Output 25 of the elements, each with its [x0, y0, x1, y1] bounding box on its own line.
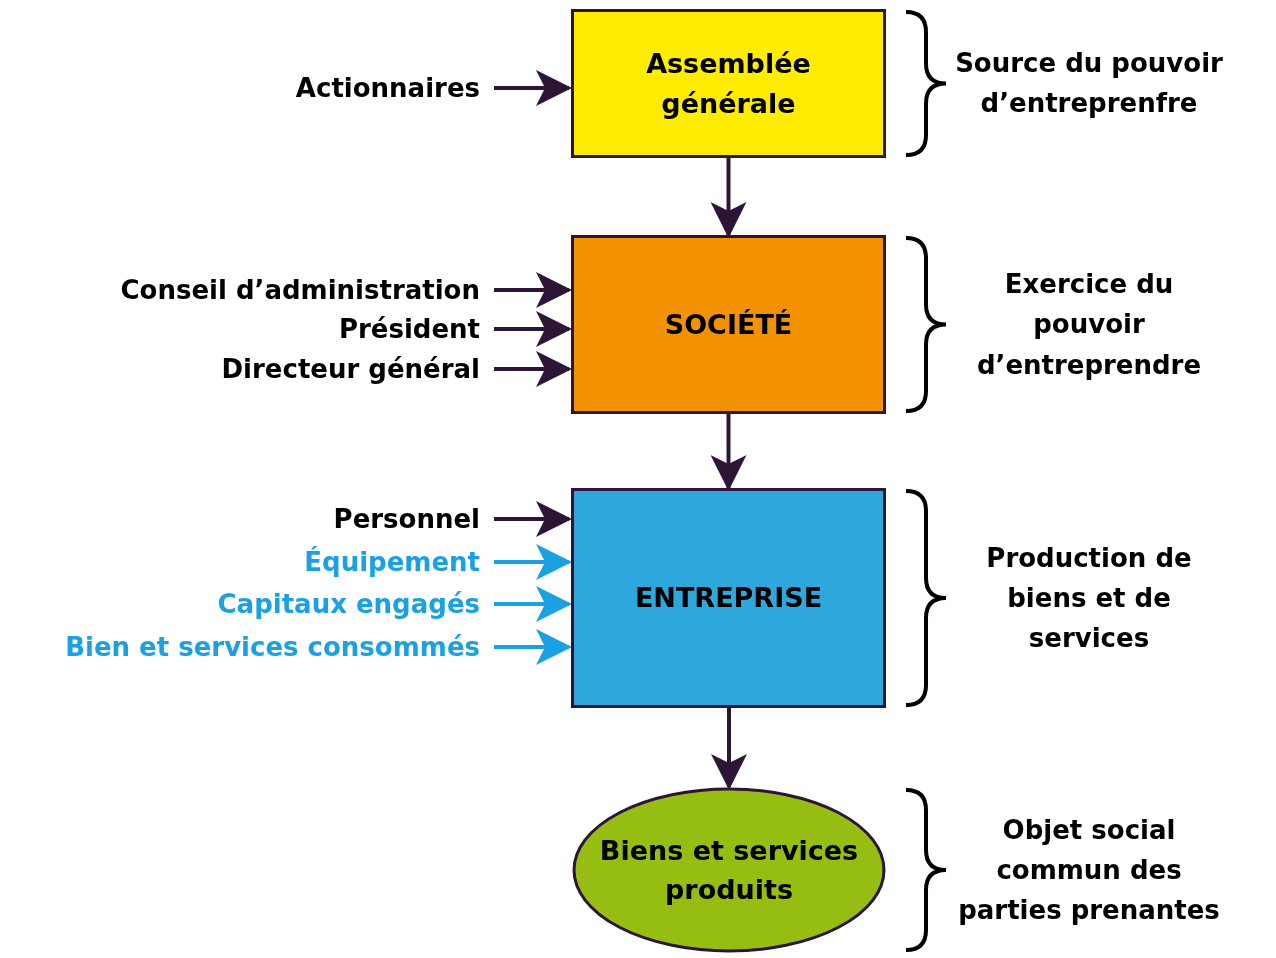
text-label: Actionnaires: [200, 68, 480, 108]
arrow: [494, 351, 572, 387]
arrow: [494, 629, 572, 665]
process-box: SOCIÉTÉ: [571, 235, 886, 414]
ellipse-node: Biens et services produits: [572, 787, 886, 953]
side-note: Objet social commun des parties prenantes: [957, 813, 1221, 928]
arrow: [494, 586, 572, 622]
text-label: Personnel: [260, 499, 480, 539]
side-note: Source du pouvoir d’entreprenfre: [954, 47, 1224, 121]
process-box: ENTREPRISE: [571, 488, 886, 708]
text-label: Conseil d’administration: [40, 270, 480, 310]
text-label: Équipement: [200, 542, 480, 582]
arrow: [494, 311, 572, 347]
text-label: Président: [260, 309, 480, 349]
text-label: Bien et services consommés: [2, 627, 480, 667]
text-label: Directeur général: [140, 349, 480, 389]
side-note: Exercice du pouvoir d’entreprendre: [975, 268, 1203, 382]
arrow: [494, 501, 572, 537]
process-box: Assemblée générale: [571, 9, 886, 158]
arrow: [494, 544, 572, 580]
side-note: Production de biens et de services: [985, 541, 1193, 656]
arrow: [711, 708, 747, 790]
text-label: Capitaux engagés: [120, 584, 480, 624]
arrow: [494, 70, 572, 106]
arrow: [494, 272, 572, 308]
